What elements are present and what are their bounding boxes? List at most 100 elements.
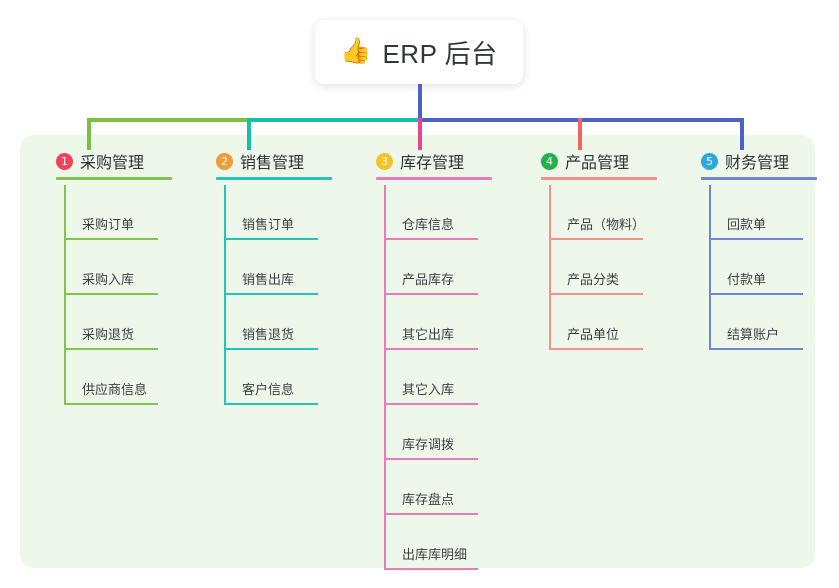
column-header-2[interactable]: 2 销售管理: [198, 146, 358, 176]
list-item[interactable]: 采购退货: [65, 295, 198, 350]
list-item[interactable]: 产品库存: [385, 240, 518, 295]
column-badge-icon: 4: [541, 152, 558, 170]
list-item-underline: [710, 238, 803, 240]
column-spine: [224, 185, 226, 405]
column-title: 产品管理: [565, 155, 630, 172]
list-item[interactable]: 库存调拨: [385, 405, 518, 460]
bus-segment-teal: [247, 118, 418, 122]
column-item-list: 回款单付款单结算账户: [683, 185, 839, 350]
list-item[interactable]: 出库库明细: [385, 515, 518, 570]
list-item[interactable]: 采购订单: [65, 185, 198, 240]
list-item[interactable]: 客户信息: [225, 350, 358, 405]
column-underline: [376, 177, 492, 180]
column-财务管理: 5 财务管理回款单付款单结算账户: [683, 146, 839, 350]
column-spine: [64, 185, 66, 405]
list-item-label: 结算账户: [727, 327, 780, 342]
root-stem: [418, 84, 422, 122]
list-item[interactable]: 销售退货: [225, 295, 358, 350]
column-header-5[interactable]: 5 财务管理: [683, 146, 839, 176]
column-drop-stub-3: [418, 118, 422, 150]
list-item-underline: [550, 348, 643, 350]
list-item[interactable]: 销售出库: [225, 240, 358, 295]
list-item-underline: [385, 238, 478, 240]
list-item-underline: [550, 238, 643, 240]
list-item[interactable]: 回款单: [710, 185, 839, 240]
list-item-underline: [385, 568, 478, 570]
column-title: 采购管理: [80, 155, 145, 172]
list-item[interactable]: 采购入库: [65, 240, 198, 295]
list-item-label: 销售出库: [242, 272, 295, 287]
column-item-list: 销售订单销售出库销售退货客户信息: [198, 185, 358, 405]
list-item-label: 其它入库: [402, 382, 455, 397]
list-item-underline: [385, 348, 478, 350]
column-spine: [709, 185, 711, 350]
column-产品管理: 4 产品管理产品（物料） 产品分类产品单位: [523, 146, 683, 350]
list-item-underline: [225, 238, 318, 240]
column-title: 销售管理: [240, 155, 305, 172]
column-underline: [56, 177, 172, 180]
list-item-underline: [65, 348, 158, 350]
column-underline: [701, 177, 817, 180]
column-badge-icon: 1: [56, 152, 73, 170]
list-item[interactable]: 供应商信息: [65, 350, 198, 405]
list-item-label: 回款单: [727, 217, 767, 232]
list-item-underline: [710, 348, 803, 350]
list-item[interactable]: 其它入库: [385, 350, 518, 405]
column-badge-icon: 2: [216, 152, 233, 170]
list-item-underline: [385, 458, 478, 460]
column-title: 财务管理: [725, 155, 790, 172]
list-item-underline: [225, 403, 318, 405]
list-item[interactable]: 产品分类: [550, 240, 683, 295]
list-item-label: 库存调拨: [402, 437, 455, 452]
column-drop-stub-2: [247, 118, 251, 150]
list-item[interactable]: 仓库信息: [385, 185, 518, 240]
list-item-label: 产品单位: [567, 327, 620, 342]
list-item-label: 其它出库: [402, 327, 455, 342]
list-item-underline: [385, 293, 478, 295]
column-underline: [216, 177, 332, 180]
list-item-label: 产品库存: [402, 272, 455, 287]
column-header-1[interactable]: 1 采购管理: [38, 146, 198, 176]
list-item[interactable]: 付款单: [710, 240, 839, 295]
list-item-underline: [65, 403, 158, 405]
list-item-label: 库存盘点: [402, 492, 455, 507]
list-item-underline: [225, 293, 318, 295]
list-item-underline: [550, 293, 643, 295]
column-item-list: 仓库信息产品库存其它出库其它入库库存调拨库存盘点出库库明细: [358, 185, 518, 570]
column-drop-stub-5: [740, 118, 744, 150]
list-item-label: 销售退货: [242, 327, 295, 342]
list-item[interactable]: 其它出库: [385, 295, 518, 350]
list-item-label: 产品分类: [567, 272, 620, 287]
list-item[interactable]: 销售订单: [225, 185, 358, 240]
list-item-label: 销售订单: [242, 217, 295, 232]
list-item-underline: [65, 293, 158, 295]
thumbs-up-icon: 👍: [340, 36, 372, 65]
list-item-underline: [385, 403, 478, 405]
page-title: ERP 后台: [382, 38, 498, 69]
list-item[interactable]: 产品（物料）: [550, 185, 683, 240]
column-item-list: 采购订单采购入库采购退货供应商信息: [38, 185, 198, 405]
list-item-underline: [65, 238, 158, 240]
list-item-label: 客户信息: [242, 382, 295, 397]
list-item-underline: [710, 293, 803, 295]
column-销售管理: 2 销售管理销售订单销售出库销售退货客户信息: [198, 146, 358, 405]
list-item[interactable]: 库存盘点: [385, 460, 518, 515]
column-采购管理: 1 采购管理采购订单采购入库采购退货供应商信息: [38, 146, 198, 405]
list-item-label: 仓库信息: [402, 217, 455, 232]
list-item[interactable]: 产品单位: [550, 295, 683, 350]
list-item-label: 采购订单: [82, 217, 135, 232]
list-item-label: 付款单: [727, 272, 767, 287]
diagram-panel: [20, 135, 815, 568]
column-underline: [541, 177, 657, 180]
list-item-label: 供应商信息: [82, 382, 148, 397]
column-header-4[interactable]: 4 产品管理: [523, 146, 683, 176]
list-item[interactable]: 结算账户: [710, 295, 839, 350]
list-item-label: 采购入库: [82, 272, 135, 287]
bus-segment-green: [87, 118, 251, 122]
column-title: 库存管理: [400, 155, 465, 172]
column-badge-icon: 5: [701, 152, 718, 170]
column-drop-stub-4: [578, 118, 582, 150]
